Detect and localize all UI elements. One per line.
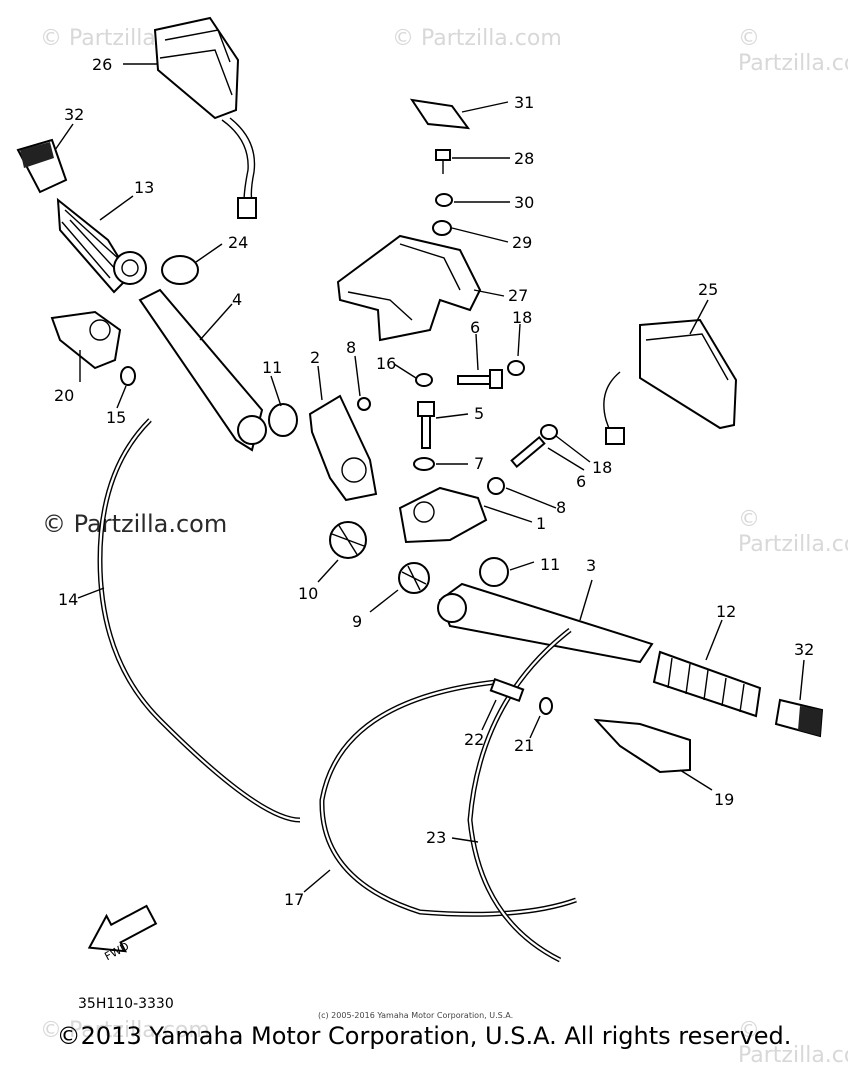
callout-27: 27 [508, 286, 529, 305]
mirror-right-25 [603, 318, 738, 445]
lever-holder-19 [593, 718, 691, 774]
grip-end-32-left [16, 138, 68, 194]
callout-13: 13 [134, 178, 155, 197]
callout-24: 24 [228, 233, 249, 252]
fwd-arrow [87, 904, 158, 953]
watermark: © Partzilla.com [738, 26, 848, 76]
handlebar-right-3 [437, 582, 654, 664]
callout-2: 2 [310, 348, 321, 367]
callout-32-right: 32 [794, 640, 815, 659]
handle-holder-1 [398, 486, 488, 544]
nut-18-lower [540, 424, 558, 440]
callout-5: 5 [474, 404, 485, 423]
washer-8-right [487, 477, 505, 495]
callout-10: 10 [298, 584, 319, 603]
clutch-cable-14 [97, 418, 301, 823]
washer-8-left [357, 397, 371, 411]
emblem-31 [409, 98, 471, 130]
callout-7: 7 [474, 454, 485, 473]
small-copyright: (c) 2005-2016 Yamaha Motor Corporation, … [318, 1011, 514, 1020]
callout-12: 12 [716, 602, 737, 621]
callout-14: 14 [58, 590, 79, 609]
callout-11-upper: 11 [262, 358, 283, 377]
callout-6-upper: 6 [470, 318, 481, 337]
callout-20: 20 [54, 386, 75, 405]
callout-1: 1 [536, 514, 547, 533]
nut-16 [415, 373, 433, 387]
washer-29 [432, 220, 452, 236]
screw-15 [120, 366, 136, 386]
throttle-cable-17 [319, 679, 577, 917]
callout-4: 4 [232, 290, 243, 309]
callout-9: 9 [352, 612, 363, 631]
bolt-5 [417, 401, 435, 449]
bolt-6-upper [457, 369, 503, 389]
callout-31: 31 [514, 93, 535, 112]
watermark: © Partzilla.com [40, 1018, 210, 1043]
callout-21: 21 [514, 736, 535, 755]
watermark-center: © Partzilla.com [42, 510, 228, 538]
callout-18-lower: 18 [592, 458, 613, 477]
nut-18-upper [507, 360, 525, 376]
washer-7 [413, 457, 435, 471]
lever-holder-20 [50, 310, 122, 370]
callout-15: 15 [106, 408, 127, 427]
callout-8-lower: 8 [556, 498, 567, 517]
rubber-11-right [479, 557, 509, 587]
adjuster-22 [489, 677, 525, 703]
callout-16: 16 [376, 354, 397, 373]
callout-22: 22 [464, 730, 485, 749]
watermark: © Partzilla.com [738, 507, 848, 557]
callout-30: 30 [514, 193, 535, 212]
callout-18-upper: 18 [512, 308, 533, 327]
callout-11-lower: 11 [540, 555, 561, 574]
callout-8-upper: 8 [346, 338, 357, 357]
handlebar-left-4 [138, 288, 267, 452]
callout-6-lower: 6 [576, 472, 587, 491]
rubber-11-left [268, 403, 298, 437]
bolt-6-lower [510, 435, 546, 469]
callout-23: 23 [426, 828, 447, 847]
mirror-left-26 [153, 16, 257, 219]
callout-25: 25 [698, 280, 719, 299]
grip-end-32-right [774, 698, 824, 738]
copyright-footer: ©2013 Yamaha Motor Corporation, U.S.A. A… [56, 1022, 792, 1050]
locknut-21 [539, 697, 553, 715]
callout-32: 32 [64, 105, 85, 124]
callout-26: 26 [92, 55, 113, 74]
callout-19: 19 [714, 790, 735, 809]
callout-28: 28 [514, 149, 535, 168]
callout-29: 29 [512, 233, 533, 252]
watermark: © Partzilla.com [392, 26, 562, 51]
top-bridge-27 [336, 234, 482, 342]
callout-17: 17 [284, 890, 305, 909]
bolt-28 [435, 149, 451, 174]
nut-30 [435, 193, 453, 207]
callout-3: 3 [586, 556, 597, 575]
grip-12 [652, 650, 762, 718]
diagram-part-code: 35H110-3330 [78, 996, 174, 1012]
collar-24 [161, 255, 199, 285]
throttle-grip-13 [56, 197, 147, 294]
handle-holder-2 [308, 394, 378, 502]
leader-lines [54, 63, 805, 893]
